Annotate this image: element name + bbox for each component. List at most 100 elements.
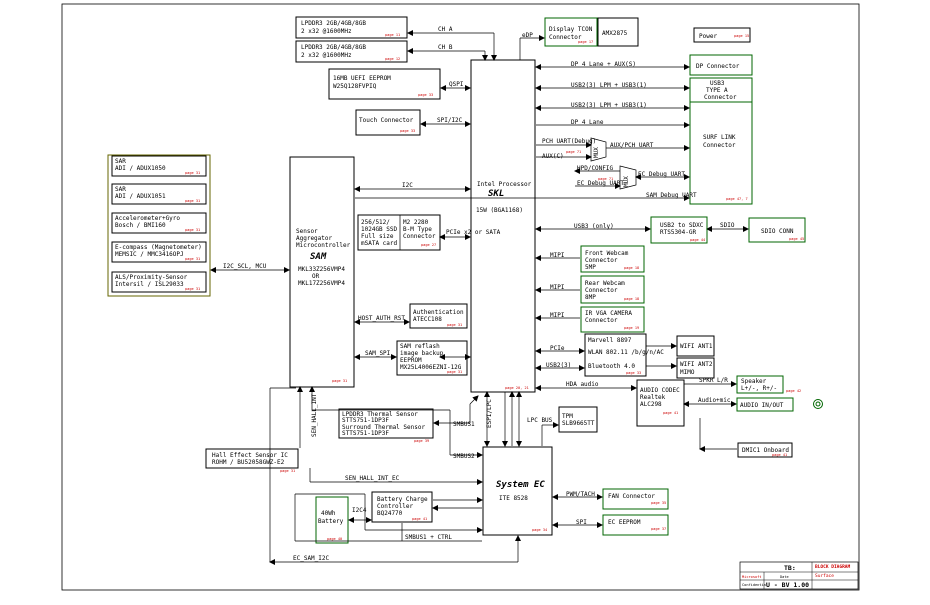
sam-reflash-block[interactable]: SAM reflash image backup EEPROM MX25L400… <box>396 340 468 376</box>
edp-link <box>519 35 545 60</box>
title-block: TB: BLOCK DIAGRAM Surface Microsoft Conf… <box>739 561 859 590</box>
svg-text:page 17: page 17 <box>578 40 593 44</box>
svg-text:Connector: Connector <box>585 317 618 324</box>
amx-block[interactable]: AMX2875 <box>597 17 639 47</box>
svg-text:Front Webcam: Front Webcam <box>585 250 629 257</box>
svg-text:SKL: SKL <box>488 189 504 199</box>
uefi-block[interactable]: 16MB UEFI EEPROM W25Q128FVPIQ page 33 <box>328 68 441 100</box>
svg-text:FAN Connector: FAN Connector <box>608 493 655 500</box>
svg-text:page 33: page 33 <box>418 93 433 97</box>
sensor-ecompass-block[interactable]: E-compass (Magnetometer) MEMSIC / MMC341… <box>111 241 207 263</box>
svg-text:page 31: page 31 <box>280 469 295 473</box>
svg-text:BQ24770: BQ24770 <box>377 510 403 517</box>
svg-text:Bosch / BMI160: Bosch / BMI160 <box>115 222 166 229</box>
wifi-ant2-block[interactable]: WIFI ANT2 MIMO <box>676 357 715 379</box>
svg-text:page 11: page 11 <box>385 33 400 37</box>
sam-block[interactable]: Sensor Aggregator Microcontroller SAM MK… <box>289 156 355 388</box>
sensor-sar2-block[interactable]: SAR ADI / ADUX1051 page 31 <box>111 183 207 205</box>
hall-sensor-block[interactable]: Hall Effect Sensor IC ROHM / BU52058GWZ-… <box>205 448 299 473</box>
pcie-label: PCIe <box>550 345 565 352</box>
tpm-block[interactable]: TPM SLB9665TT <box>558 406 598 433</box>
aux-pch-label: AUX/PCH UART <box>610 142 654 149</box>
svg-text:Speaker: Speaker <box>741 378 767 385</box>
usb3-typea-block[interactable]: USB3 TYPE A Connector <box>689 77 753 103</box>
wifi-module-block[interactable]: Marvell 8897 WLAN 802.11 /b/g/n/AC Bluet… <box>584 333 664 377</box>
svg-text:AMX2875: AMX2875 <box>602 30 628 37</box>
svg-text:ALS/Proximity-Sensor: ALS/Proximity-Sensor <box>115 274 188 281</box>
dp-connector-block[interactable]: DP Connector <box>689 54 753 76</box>
charger-block[interactable]: Battery Charge Controller BQ24770 page 4… <box>371 491 433 523</box>
lpddr3-a-block[interactable]: LPDDR3 2GB/4GB/8GB 2 x32 @1600MHz page 1… <box>295 16 408 39</box>
svg-text:SURF LINK: SURF LINK <box>703 134 736 141</box>
audio-inout-block[interactable]: AUDIO IN/OUT <box>736 397 794 412</box>
svg-text:Connector: Connector <box>549 34 582 41</box>
usb3-only-label: USB3 (only) <box>574 223 614 230</box>
svg-text:M2 2280: M2 2280 <box>403 219 429 226</box>
dmic-block[interactable]: DMIC1 Onboard page 41 <box>737 442 793 458</box>
ec-uart-label: EC Debug UART <box>577 180 624 187</box>
svg-text:page 31: page 31 <box>185 171 200 175</box>
ir-camera-block[interactable]: IR VGA CAMERA Connector page 19 <box>580 306 645 333</box>
svg-text:page 31: page 31 <box>185 257 200 261</box>
svg-text:page 44: page 44 <box>690 238 705 242</box>
i2c4-label: I2C4 <box>352 507 367 514</box>
host-auth-label: HOST_AUTH_RST <box>358 315 405 322</box>
sensor-accel-block[interactable]: Accelerometer+Gyro Bosch / BMI160 page 3… <box>111 212 207 234</box>
sensor-sar1-block[interactable]: SAR ADI / ADUX1050 page 31 <box>111 155 207 177</box>
svg-text:1024GB SSD: 1024GB SSD <box>361 226 398 233</box>
svg-text:mSATA card: mSATA card <box>361 240 398 247</box>
svg-text:MKL17Z256VMP4: MKL17Z256VMP4 <box>298 280 345 287</box>
svg-text:ITE 8528: ITE 8528 <box>499 495 528 502</box>
power-block[interactable]: Power page 15 <box>693 27 751 43</box>
auth-block[interactable]: Authentication ATECC108 page 31 <box>409 303 468 329</box>
svg-text:Connector: Connector <box>704 94 737 101</box>
svg-text:page 41: page 41 <box>772 453 787 457</box>
svg-text:LPDDR3 2GB/4GB/8GB: LPDDR3 2GB/4GB/8GB <box>301 20 366 27</box>
dp4-aux-label: DP 4 Lane + AUX(S) <box>571 61 636 68</box>
speaker-block[interactable]: Speaker L+/-, R+/- page 42 <box>736 375 801 394</box>
thermal-block[interactable]: LPDDR3 Thermal Sensor STTS751-1DP3F Surr… <box>338 408 434 443</box>
svg-text:page 18: page 18 <box>624 266 639 270</box>
sensor-als-block[interactable]: ALS/Proximity-Sensor Intersil / ISL29033… <box>111 271 207 293</box>
audio-codec-block[interactable]: AUDIO CODEC Realtek ALC298 page 41 <box>636 379 685 427</box>
display-tcon-block[interactable]: Display TCON Connector page 17 <box>544 17 598 47</box>
svg-text:Surround Thermal Sensor: Surround Thermal Sensor <box>342 424 425 431</box>
svg-text:8MP: 8MP <box>585 294 596 301</box>
svg-text:LPDDR3 2GB/4GB/8GB: LPDDR3 2GB/4GB/8GB <box>301 44 366 51</box>
svg-text:Intel Processor: Intel Processor <box>477 181 532 188</box>
system-ec-block[interactable]: System EC ITE 8528 page 34 <box>482 446 553 536</box>
front-webcam-block[interactable]: Front Webcam Connector 5MP page 18 <box>580 245 645 273</box>
edp-label: eDP <box>522 32 533 39</box>
ec-sam-label: EC_SAM_I2C <box>293 555 330 562</box>
svg-text:Aggregator: Aggregator <box>296 235 333 242</box>
battery-block[interactable]: 40Wh Battery page 40 <box>315 496 349 544</box>
usb2-sdxc-block[interactable]: USB2 to SDXC RTS5304-GR page 44 <box>650 216 708 244</box>
svg-text:USB2 to SDXC: USB2 to SDXC <box>660 222 704 229</box>
sen-hall-label: SEN_HALL_INT_EC <box>345 475 400 482</box>
svg-text:2 x32 @1600MHz: 2 x32 @1600MHz <box>301 52 352 59</box>
svg-text:Controller: Controller <box>377 503 414 510</box>
surf-link-block[interactable]: SURF LINK Connector page 47, 7 <box>689 101 753 205</box>
fan-connector-block[interactable]: FAN Connector page 35 <box>602 488 669 510</box>
mipi1-label: MIPI <box>550 252 565 259</box>
i2c-sensors-label: I2C_SCL, MCU <box>223 263 267 270</box>
svg-text:page 31: page 31 <box>332 379 347 383</box>
touch-connector-block[interactable]: Touch Connector page 33 <box>355 109 421 136</box>
sam-spi-label: SAM_SPI <box>365 350 391 357</box>
ssd-block[interactable]: 256/512/ 1024GB SSD Full size mSATA card… <box>357 214 441 251</box>
tb-label: TB: <box>784 564 796 572</box>
svg-text:Connector: Connector <box>403 233 436 240</box>
lpddr3-b-block[interactable]: LPDDR3 2GB/4GB/8GB 2 x32 @1600MHz page 1… <box>295 40 408 63</box>
sdio-conn-block[interactable]: SDIO CONN page 45 <box>748 217 806 243</box>
wifi-ant1-block[interactable]: WIFI ANT1 <box>676 335 715 357</box>
svg-text:AUDIO IN/OUT: AUDIO IN/OUT <box>740 402 784 409</box>
smbus-ctrl-label: SMBUS1 + CTRL <box>405 534 452 541</box>
ec-eeprom-block[interactable]: EC EEPROM page 37 <box>602 514 669 536</box>
svg-text:Rear Webcam: Rear Webcam <box>585 280 625 287</box>
svg-text:LPDDR3 Thermal Sensor: LPDDR3 Thermal Sensor <box>342 411 418 418</box>
rear-webcam-block[interactable]: Rear Webcam Connector 8MP page 18 <box>580 275 645 304</box>
svg-text:AUDIO CODEC: AUDIO CODEC <box>640 387 680 394</box>
cpu-block[interactable]: Intel Processor SKL 15W (BGA1168) page 2… <box>470 59 536 393</box>
aux-c-label: AUX(C) <box>542 153 564 160</box>
